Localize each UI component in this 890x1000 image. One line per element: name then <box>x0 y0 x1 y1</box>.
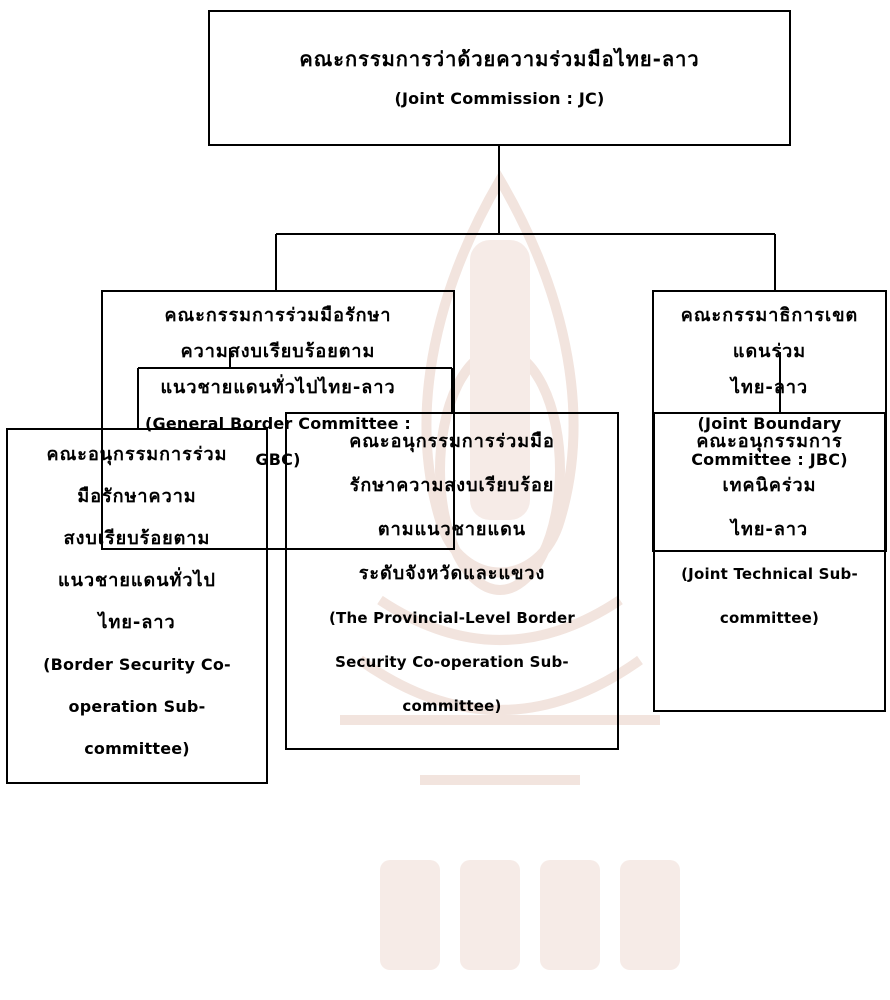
node-joint-commission: คณะกรรมการว่าด้วยความร่วมมือไทย-ลาว (Joi… <box>208 10 791 146</box>
node-label-thai: สงบเรียบร้อยตาม <box>63 528 211 549</box>
node-label-thai: แดนร่วม <box>732 341 807 362</box>
node-label-thai: ไทย-ลาว <box>98 612 176 633</box>
node-general-border-committee-body: คณะกรรมการร่วมมือรักษา ความสงบเรียบร้อยต… <box>101 290 455 550</box>
node-label-thai: รักษาความสงบเรียบร้อย <box>349 475 555 496</box>
node-label-english: (Border Security Co- <box>43 655 231 674</box>
node-label-english: committee) <box>719 609 820 627</box>
node-label-thai: คณะอนุกรรมการร่วมมือ <box>349 431 555 452</box>
node-label-thai: ไทย-ลาว <box>730 519 809 540</box>
node-joint-boundary-committee-body: คณะกรรมาธิการเขต แดนร่วม ไทย-ลาว (Joint … <box>652 290 887 552</box>
node-label-english: committee) <box>84 739 190 758</box>
node-label-thai: ไทย-ลาว <box>730 377 809 398</box>
node-label-thai: ตามแนวชายแดน <box>377 519 527 540</box>
node-label-thai: แนวชายแดนทั่วไปไทย-ลาว <box>160 377 396 398</box>
node-joint-technical-subcommittee: คณะอนุกรรมการ เทคนิคร่วม ไทย-ลาว (Joint … <box>653 412 886 712</box>
node-label-english: (Joint Technical Sub- <box>681 565 858 583</box>
node-label-english: (The Provincial-Level Border <box>328 609 576 627</box>
node-label-english: operation Sub- <box>68 697 206 716</box>
node-border-security-subcommittee: คณะอนุกรรมการร่วม มือรักษาความ สงบเรียบร… <box>6 428 268 784</box>
node-label-thai: มือรักษาความ <box>77 486 197 507</box>
node-label-thai: คณะกรรมาธิการเขต <box>680 305 859 326</box>
node-label-english: (Joint Boundary <box>697 414 842 433</box>
node-label-english: Security Co-operation Sub- <box>335 653 569 671</box>
node-label-thai: เทคนิคร่วม <box>722 475 817 496</box>
node-label-thai: คณะกรรมการร่วมมือรักษา <box>164 305 392 326</box>
node-label-thai: คณะอนุกรรมการร่วม <box>46 444 228 465</box>
node-label-thai: คณะกรรมการว่าด้วยความร่วมมือไทย-ลาว <box>299 47 700 71</box>
node-label-english: (Joint Commission : JC) <box>394 89 605 108</box>
node-label-english: committee) <box>402 697 502 715</box>
node-label-thai: คณะอนุกรรมการ <box>696 431 843 452</box>
node-label-thai: ระดับจังหวัดและแขวง <box>358 563 546 584</box>
node-label-english: Committee : JBC) <box>691 450 848 469</box>
node-provincial-border-subcommittee: คณะอนุกรรมการร่วมมือ รักษาความสงบเรียบร้… <box>285 412 619 750</box>
node-label-thai: ความสงบเรียบร้อยตาม <box>180 341 376 362</box>
node-label-thai: แนวชายแดนทั่วไป <box>58 570 216 591</box>
